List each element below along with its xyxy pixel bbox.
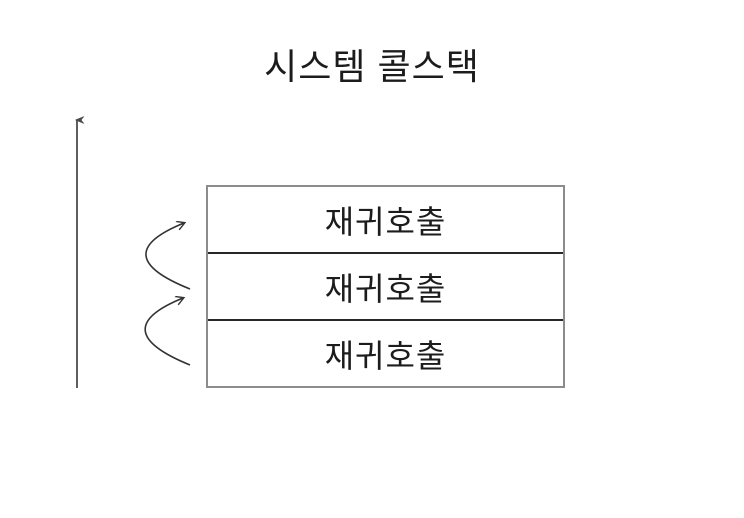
call-stack-box: 재귀호출 재귀호출 재귀호출 [206, 185, 565, 388]
stack-frame-bottom: 재귀호출 [208, 319, 563, 386]
stack-frame-top: 재귀호출 [324, 203, 447, 240]
diagram-title: 시스템 콜스택 [264, 46, 480, 87]
stack-frame-middle: 재귀호출 [208, 252, 563, 319]
recursive-call-curved-arrow-icon-1 [145, 223, 191, 290]
recursive-call-curved-arrow-icon-2 [144, 298, 191, 366]
